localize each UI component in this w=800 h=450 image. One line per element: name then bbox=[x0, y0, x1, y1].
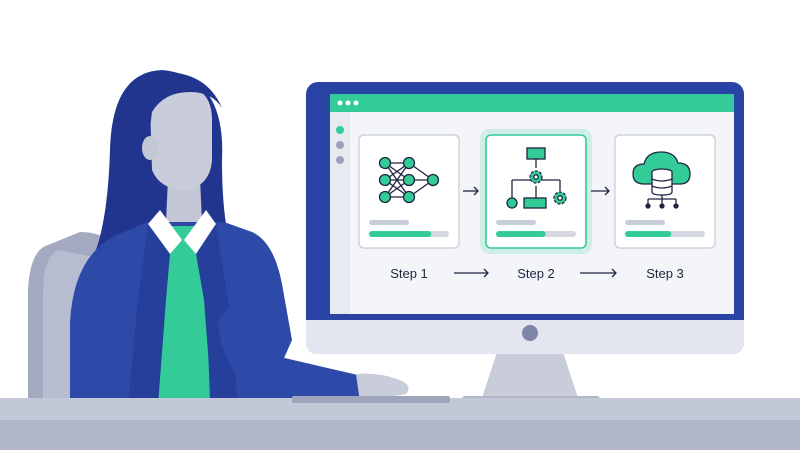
sidebar-dot[interactable] bbox=[336, 141, 344, 149]
progress-fill bbox=[496, 231, 546, 237]
window-dot-icon[interactable] bbox=[337, 100, 343, 106]
card-text-line bbox=[369, 220, 409, 225]
cloud-database-icon bbox=[632, 151, 691, 209]
progress-fill bbox=[369, 231, 432, 237]
step-card-2[interactable] bbox=[485, 134, 587, 249]
monitor-stand bbox=[462, 352, 600, 404]
flowchart-gears-icon bbox=[506, 147, 567, 209]
arrow-right-icon bbox=[454, 268, 489, 278]
keyboard[interactable] bbox=[292, 396, 450, 403]
window-dot-icon[interactable] bbox=[345, 100, 351, 106]
step-label-2: Step 2 bbox=[517, 266, 555, 281]
arrow-right-icon bbox=[591, 186, 610, 196]
arrow-right-icon bbox=[580, 268, 617, 278]
card-text-line bbox=[625, 220, 665, 225]
step-card-1[interactable] bbox=[358, 134, 460, 249]
window-dot-icon[interactable] bbox=[353, 100, 359, 106]
sidebar-dot[interactable] bbox=[336, 156, 344, 164]
step-label-1: Step 1 bbox=[390, 266, 428, 281]
arrow-right-icon bbox=[463, 186, 479, 196]
progress-fill bbox=[625, 231, 672, 237]
step-card-3[interactable] bbox=[614, 134, 716, 249]
sidebar bbox=[330, 112, 350, 314]
neural-network-icon bbox=[378, 156, 440, 204]
desk-edge bbox=[0, 420, 800, 450]
window-titlebar bbox=[330, 94, 734, 112]
person-illustration bbox=[70, 70, 409, 408]
power-button[interactable] bbox=[522, 325, 538, 341]
card-text-line bbox=[496, 220, 536, 225]
step-label-3: Step 3 bbox=[646, 266, 684, 281]
sidebar-dot-active[interactable] bbox=[336, 126, 344, 134]
